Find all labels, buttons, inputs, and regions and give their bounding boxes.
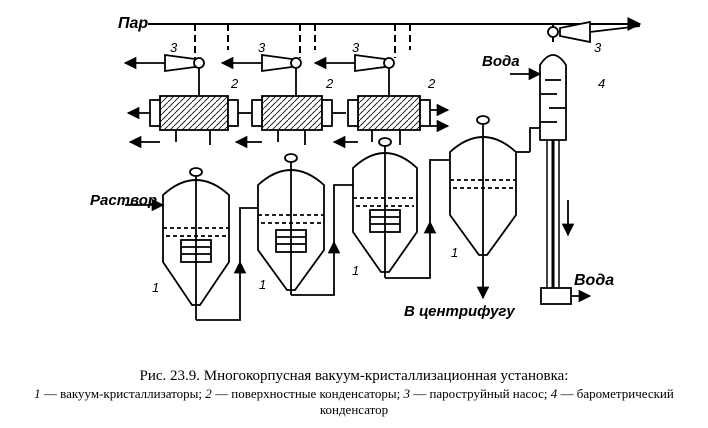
ejectors xyxy=(123,20,641,96)
svg-text:1: 1 xyxy=(451,245,458,260)
svg-text:3: 3 xyxy=(258,40,266,55)
svg-text:2: 2 xyxy=(230,76,239,91)
solution-label: Раствор xyxy=(90,192,157,209)
svg-text:2: 2 xyxy=(427,76,436,91)
water-out-label: Вода xyxy=(574,272,614,289)
svg-text:3: 3 xyxy=(352,40,360,55)
svg-text:1: 1 xyxy=(352,263,359,278)
figure-caption-legend: 1 — вакуум-кристаллизаторы; 2 — поверхно… xyxy=(34,386,674,417)
crystallizers xyxy=(162,115,517,320)
centrifuge-label: В центрифугу xyxy=(404,303,515,320)
condenser-3 xyxy=(332,95,450,149)
svg-text:4: 4 xyxy=(598,76,605,91)
condenser-2 xyxy=(234,95,346,149)
crystallizer-1 xyxy=(162,167,230,320)
condenser-1 xyxy=(126,95,252,149)
crystallizer-2 xyxy=(257,153,325,295)
svg-text:2: 2 xyxy=(325,76,334,91)
svg-text:3: 3 xyxy=(594,40,602,55)
crystallizer-3 xyxy=(352,137,418,278)
crystallization-plant-diagram: Пар 3 3 3 3 xyxy=(90,15,642,321)
water-in-label: Вода xyxy=(482,53,520,70)
svg-text:3: 3 xyxy=(170,40,178,55)
figure-caption-title: Рис. 23.9. Многокорпусная вакуум-кристал… xyxy=(139,368,569,384)
barometric-condenser xyxy=(510,54,592,305)
svg-text:1: 1 xyxy=(259,277,266,292)
svg-text:1: 1 xyxy=(152,280,159,295)
transfer-pipes xyxy=(125,127,540,321)
steam-label: Пар xyxy=(118,15,148,32)
crystallizer-4 xyxy=(449,115,517,260)
condensers xyxy=(126,95,450,149)
ejector-1 xyxy=(123,53,205,96)
ejector-2 xyxy=(220,53,302,96)
ejector-3 xyxy=(313,53,395,96)
steam-line xyxy=(148,17,642,58)
ejector-4 xyxy=(547,20,641,44)
